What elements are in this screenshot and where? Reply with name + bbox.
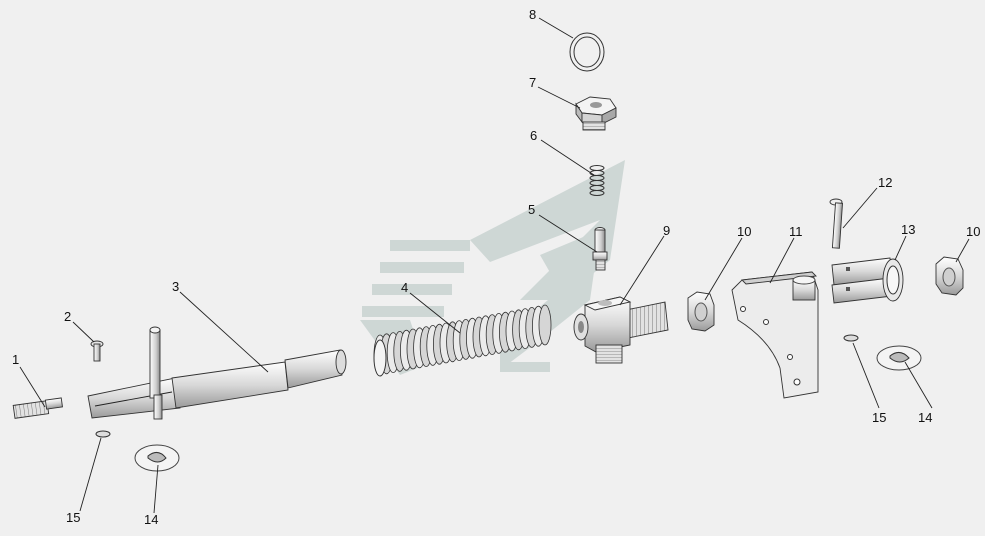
part-10-hex-nut-left	[687, 291, 715, 332]
callout-9: 9	[663, 223, 670, 238]
callout-5: 5	[528, 202, 535, 217]
part-15-washer-left	[95, 430, 111, 438]
part-9-tee-fitting	[573, 296, 669, 364]
callout-10-left: 10	[737, 224, 751, 239]
callout-6: 6	[530, 128, 537, 143]
part-8-o-ring	[569, 32, 605, 72]
part-4-spring	[373, 304, 552, 377]
part-12-pin	[829, 198, 844, 249]
part-14-tab-washer-left	[134, 444, 180, 472]
part-7-hex-cap	[575, 96, 617, 131]
callout-14-left: 14	[144, 512, 158, 527]
callout-3: 3	[172, 279, 179, 294]
part-2-pin	[90, 340, 104, 362]
part-3-shaft	[87, 326, 347, 420]
part-5-valve-pin	[592, 227, 608, 271]
callout-8: 8	[529, 7, 536, 22]
part-13-clevis	[831, 257, 904, 304]
part-14-tab-washer-right	[876, 345, 922, 371]
callout-11: 11	[789, 224, 803, 239]
callout-12: 12	[878, 175, 892, 190]
leader-lines	[19, 17, 970, 514]
callout-7: 7	[529, 75, 536, 90]
callout-4: 4	[401, 280, 408, 295]
callout-10-right: 10	[966, 224, 980, 239]
callout-15-left: 15	[66, 510, 80, 525]
part-6-small-spring	[589, 165, 605, 196]
callout-labels: 1 2 3 4 5 6 7 8 9 10 10 11 12 13 14 14 1…	[12, 7, 980, 527]
callout-15-right: 15	[872, 410, 886, 425]
part-1-threaded-screw	[12, 397, 63, 419]
part-10-hex-nut-right	[935, 256, 964, 296]
callout-13: 13	[901, 222, 915, 237]
part-11-bracket-plate	[731, 271, 819, 399]
part-15-washer-right	[843, 334, 859, 342]
callout-1: 1	[12, 352, 19, 367]
callout-2: 2	[64, 309, 71, 324]
callout-14-right: 14	[918, 410, 932, 425]
